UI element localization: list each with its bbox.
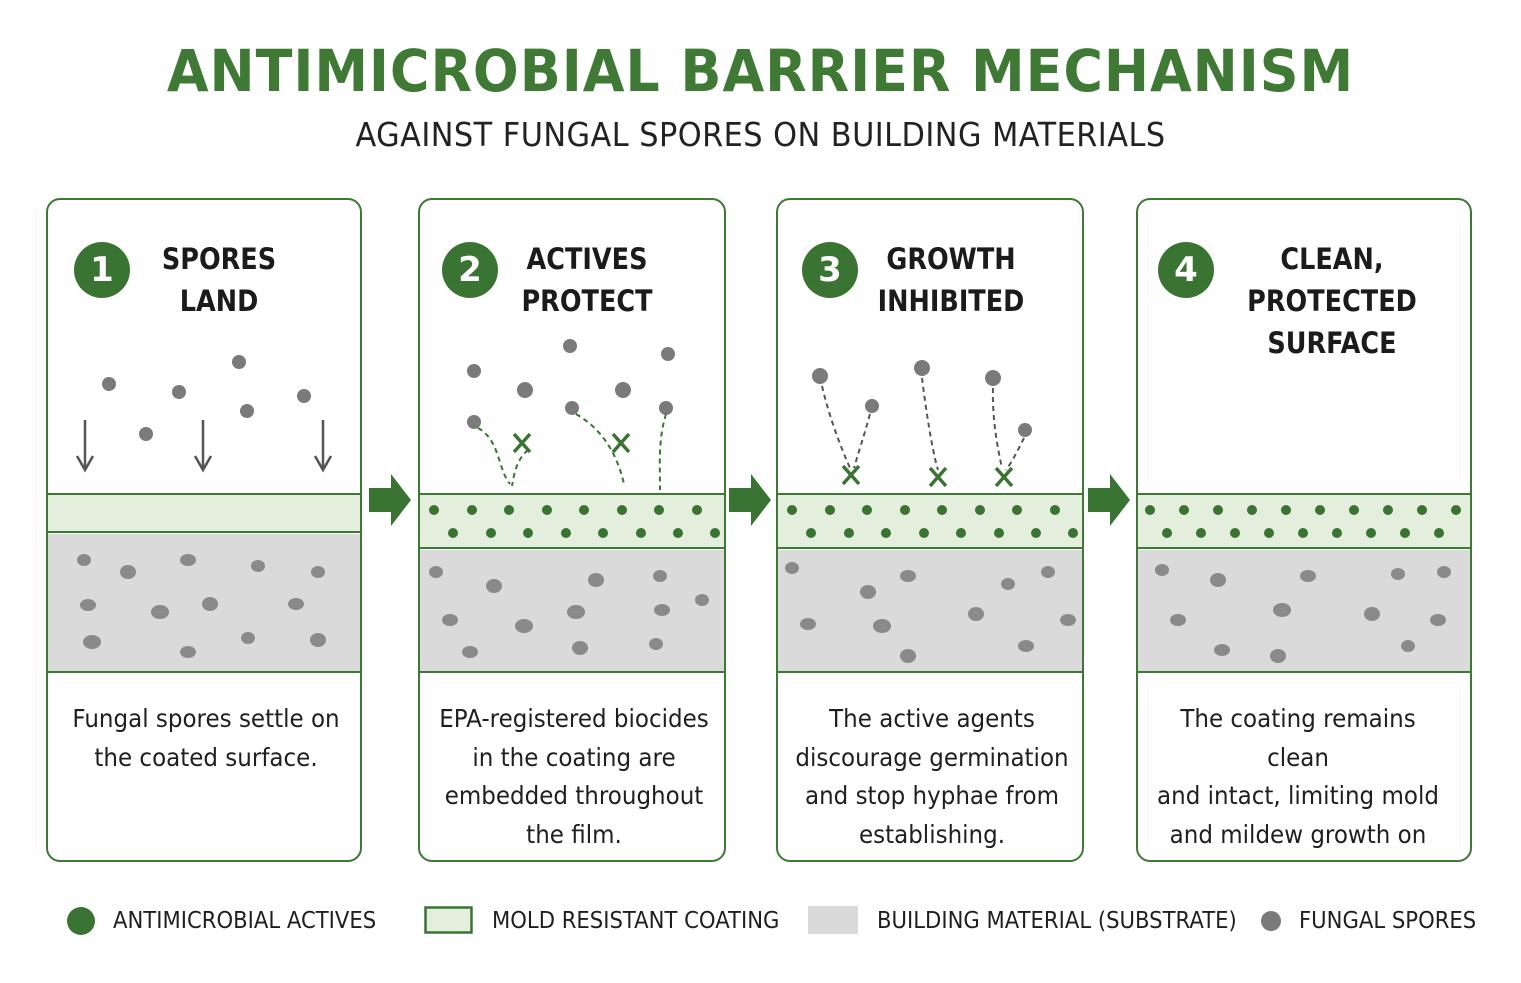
substrate-specks <box>429 566 709 658</box>
step-number-badge: 3 <box>802 242 858 298</box>
step-description: Fungal spores settle on the coated surfa… <box>72 704 340 772</box>
step-title: SPORES LAND <box>161 242 277 318</box>
substrate-layer <box>778 550 1082 672</box>
substrate-specks <box>1155 564 1451 663</box>
hyphae-paths <box>821 377 1025 471</box>
fungal-spores <box>467 339 675 429</box>
antimicrobial-actives <box>787 505 1078 538</box>
substrate-specks <box>785 562 1076 663</box>
next-step-arrow-icon <box>729 474 771 526</box>
substrate-layer <box>1138 550 1470 672</box>
step-description: The active agents discourage germination… <box>795 704 1069 849</box>
step-description: The coating remains clean and intact, li… <box>1157 704 1439 860</box>
step-title: CLEAN, PROTECTED SURFACE <box>1247 242 1417 360</box>
coating-layer <box>1138 494 1470 548</box>
legend-label: MOLD RESISTANT COATING <box>492 908 780 934</box>
step-1-illustration <box>48 355 360 673</box>
fungal-spores <box>102 355 311 441</box>
step-3-illustration <box>778 360 1082 673</box>
substrate-swatch-icon <box>808 906 858 934</box>
legend-label: ANTIMICROBIAL ACTIVES <box>113 908 377 934</box>
step-number-badge: 2 <box>442 242 498 298</box>
substrate-specks <box>77 554 326 658</box>
page-subtitle: AGAINST FUNGAL SPORES ON BUILDING MATERI… <box>355 115 1166 154</box>
antimicrobial-actives <box>429 505 720 538</box>
legend-label: FUNGAL SPORES <box>1299 908 1477 934</box>
next-step-arrow-icon <box>369 474 411 526</box>
falling-arrows <box>75 420 333 473</box>
blocked-x-icon <box>841 464 1014 488</box>
step-title: GROWTH INHIBITED <box>877 242 1025 318</box>
green-dot-icon <box>67 907 95 935</box>
step-2-illustration <box>420 339 724 673</box>
coating-swatch-icon <box>424 906 473 934</box>
step-panel-1: 1 SPORES LAND Fungal spores settle on th… <box>46 198 362 862</box>
step-panel-2: 2 ACTIVES PROTECT EPA-registered biocide… <box>418 198 726 862</box>
next-step-arrow-icon <box>1088 474 1130 526</box>
step-description: EPA-registered biocides in the coating a… <box>439 704 709 849</box>
step-number-badge: 1 <box>74 242 130 298</box>
page-title: ANTIMICROBIAL BARRIER MECHANISM <box>166 37 1355 105</box>
gray-dot-icon <box>1261 911 1281 931</box>
step-panel-4: 4 CLEAN, PROTECTED SURFACE The coating r… <box>1136 198 1472 862</box>
antimicrobial-actives <box>1145 505 1461 538</box>
legend-label: BUILDING MATERIAL (SUBSTRATE) <box>877 908 1237 934</box>
coating-layer <box>420 494 724 548</box>
step-number-badge: 4 <box>1158 242 1214 298</box>
coating-layer <box>778 494 1082 548</box>
step-4-illustration <box>1138 493 1470 673</box>
fungal-spores <box>812 360 1032 437</box>
blocked-x-icon <box>512 432 631 454</box>
step-title: ACTIVES PROTECT <box>521 242 653 318</box>
step-panel-3: 3 GROWTH INHIBITED The active agents dis… <box>776 198 1084 862</box>
hyphae-paths <box>477 413 667 491</box>
coating-layer <box>48 494 360 532</box>
